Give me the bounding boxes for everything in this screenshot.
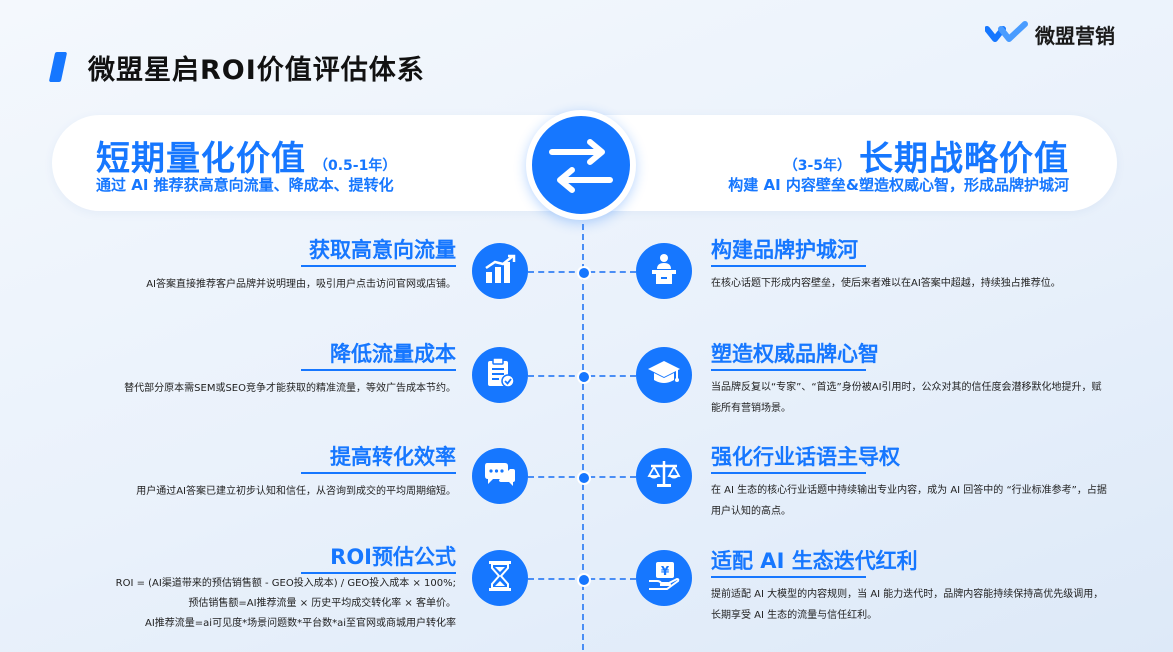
left-item-underline <box>301 369 456 371</box>
exchange-arrows-icon <box>546 136 616 200</box>
left-item-icon-circle <box>472 243 528 299</box>
brand-logo: 微盟营销 <box>984 20 1115 49</box>
right-item-underline <box>711 265 866 267</box>
title-accent-bar <box>48 52 68 82</box>
left-item-underline <box>301 265 456 267</box>
svg-text:¥: ¥ <box>661 564 670 578</box>
page-title: 微盟星启ROI价值评估体系 <box>88 55 425 86</box>
left-item-underline <box>301 472 456 474</box>
right-item-underline <box>711 576 866 578</box>
brand-name: 微盟营销 <box>1035 24 1115 48</box>
brand-check-icon <box>984 20 1029 49</box>
balance-scale-icon <box>647 459 681 493</box>
timeline-dot <box>577 266 591 280</box>
right-item-title: 塑造权威品牌心智 <box>711 342 879 366</box>
right-item-title: 构建品牌护城河 <box>711 238 858 262</box>
bar-chart-icon <box>483 254 517 288</box>
left-item-icon-circle <box>472 550 528 606</box>
left-item-title: 获取高意向流量 <box>309 238 456 262</box>
hourglass-icon <box>486 560 514 596</box>
left-item-desc: 替代部分原本需SEM或SEO竞争才能获取的精准流量，等效广告成本节约。 <box>124 383 456 394</box>
timeline-spine <box>582 224 584 650</box>
right-item-underline <box>711 472 866 474</box>
left-item-desc: AI推荐流量=ai可见度*场景问题数*平台数*ai至官网或商城用户转化率 <box>145 618 456 629</box>
center-badge <box>526 110 636 220</box>
right-item-underline <box>711 369 866 371</box>
right-item-icon-circle <box>636 243 692 299</box>
left-item-desc: ROI = (AI渠道带来的预估销售额 - GEO投入成本) / GEO投入成本… <box>115 578 456 589</box>
long-term-title: 长期战略价值 <box>859 139 1069 179</box>
right-item-desc: 在核心话题下形成内容壁垒，使后来者难以在AI答案中超越，持续独占推荐位。 <box>711 278 1061 289</box>
timeline-dot <box>577 370 591 384</box>
right-item-icon-circle: ¥ <box>636 550 692 606</box>
right-item-icon-circle <box>636 448 692 504</box>
right-item-title: 适配 AI 生态迭代红利 <box>711 549 918 573</box>
right-item-title: 强化行业话语主导权 <box>711 445 900 469</box>
short-term-period: （0.5-1年） <box>314 158 397 174</box>
long-term-heading: （3-5年） 长期战略价值 <box>784 131 1069 180</box>
long-term-subtitle: 构建 AI 内容壁垒&塑造权威心智，形成品牌护城河 <box>728 176 1069 194</box>
podium-speaker-icon <box>649 253 679 289</box>
chat-bubbles-icon <box>483 459 517 493</box>
short-term-heading: 短期量化价值 （0.5-1年） <box>96 131 396 180</box>
left-item-desc: 用户通过AI答案已建立初步认知和信任，从咨询到成交的平均周期缩短。 <box>136 486 456 497</box>
left-item-icon-circle <box>472 448 528 504</box>
short-term-subtitle: 通过 AI 推荐获高意向流量、降成本、提转化 <box>96 176 394 194</box>
timeline-dot <box>577 573 591 587</box>
left-item-underline <box>301 572 456 574</box>
left-item-title: 提高转化效率 <box>330 445 456 469</box>
right-item-desc: 当品牌反复以“专家”、“首选”身份被AI引用时，公众对其的信任度会潜移默化地提升… <box>711 382 1102 414</box>
right-item-desc: 提前适配 AI 大模型的内容规则，当 AI 能力迭代时，品牌内容能持续保持高优先… <box>711 589 1104 621</box>
left-item-title: ROI预估公式 <box>330 545 456 569</box>
left-item-title: 降低流量成本 <box>330 342 456 366</box>
left-item-desc: AI答案直接推荐客户品牌并说明理由，吸引用户点击访问官网或店铺。 <box>146 279 456 290</box>
short-term-title: 短期量化价值 <box>96 139 306 179</box>
left-item-desc: 预估销售额=AI推荐流量 × 历史平均成交转化率 × 客单价。 <box>188 598 456 609</box>
clipboard-check-icon <box>484 357 516 393</box>
graduation-cap-icon <box>646 359 682 391</box>
right-item-desc: 在 AI 生态的核心行业话题中持续输出专业内容，成为 AI 回答中的 “行业标准… <box>711 485 1107 517</box>
right-item-icon-circle <box>636 347 692 403</box>
long-term-period: （3-5年） <box>783 158 851 174</box>
yuan-hand-icon: ¥ <box>647 560 681 596</box>
left-item-icon-circle <box>472 347 528 403</box>
timeline-dot <box>577 471 591 485</box>
